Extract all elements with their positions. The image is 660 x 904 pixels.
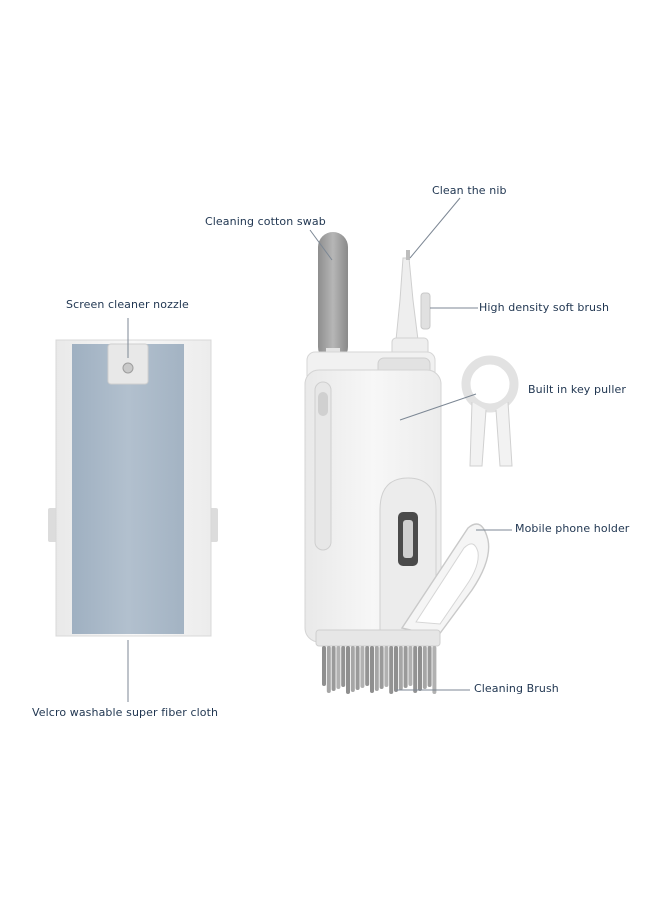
bristle-strand xyxy=(336,646,341,689)
cleaning-tool xyxy=(304,232,490,647)
label-clean-nib: Clean the nib xyxy=(432,184,507,197)
nib-pen xyxy=(395,257,419,341)
key-puller-ring xyxy=(461,355,519,413)
bristle-strand xyxy=(331,646,336,691)
label-soft-brush: High density soft brush xyxy=(479,301,610,314)
nib-tip xyxy=(406,250,410,260)
bristle-strand xyxy=(365,646,370,686)
bristle-strand xyxy=(427,646,432,687)
key-puller-leg-left xyxy=(469,401,487,467)
bristle-strand xyxy=(360,646,365,688)
key-puller xyxy=(461,355,519,467)
leader-key-puller xyxy=(399,393,477,421)
bristle-strand xyxy=(374,646,379,691)
bristle-strand xyxy=(418,646,422,691)
leader-cotton-swab xyxy=(309,229,333,261)
bristle-strand xyxy=(403,646,408,688)
bristle-strand xyxy=(322,646,326,686)
label-nozzle: Screen cleaner nozzle xyxy=(66,298,189,311)
screen-cleaner-card xyxy=(48,339,218,637)
bristle-strand xyxy=(408,646,413,686)
label-key-puller: Built in key puller xyxy=(528,383,626,396)
brush-base xyxy=(315,629,441,647)
bristle-strand xyxy=(341,646,346,687)
label-cotton-swab: Cleaning cotton swab xyxy=(205,215,326,228)
cleaning-brush-bristles xyxy=(322,646,437,694)
key-puller-leg-right xyxy=(495,401,513,467)
label-cleaning-brush: Cleaning Brush xyxy=(474,682,559,695)
leader-lines xyxy=(127,197,512,702)
bristle-strand xyxy=(398,646,403,690)
bristle-strand xyxy=(370,646,374,693)
bristle-strand xyxy=(355,646,360,690)
side-slot xyxy=(314,381,332,551)
bristle-strand xyxy=(346,646,350,694)
slot-slider xyxy=(318,392,328,416)
clip-inner xyxy=(403,520,413,558)
bristle-strand xyxy=(326,646,331,693)
cotton-swab-tip xyxy=(318,232,348,362)
leader-clean-nib xyxy=(409,197,461,259)
super-fiber-cloth xyxy=(72,344,184,634)
bristle-strand xyxy=(394,646,398,692)
label-fiber-cloth: Velcro washable super fiber cloth xyxy=(32,706,219,719)
phone-holder-inner xyxy=(415,543,479,625)
bristle-strand xyxy=(422,646,427,689)
bristle-strand xyxy=(413,646,418,693)
bristle-strand xyxy=(350,646,355,692)
label-phone-holder: Mobile phone holder xyxy=(515,522,630,535)
soft-brush-tab xyxy=(420,292,431,330)
bristle-strand xyxy=(384,646,389,687)
bristle-strand xyxy=(389,646,394,694)
nozzle-icon xyxy=(122,362,134,374)
bristle-strand xyxy=(432,646,437,694)
bristle-strand xyxy=(379,646,384,689)
